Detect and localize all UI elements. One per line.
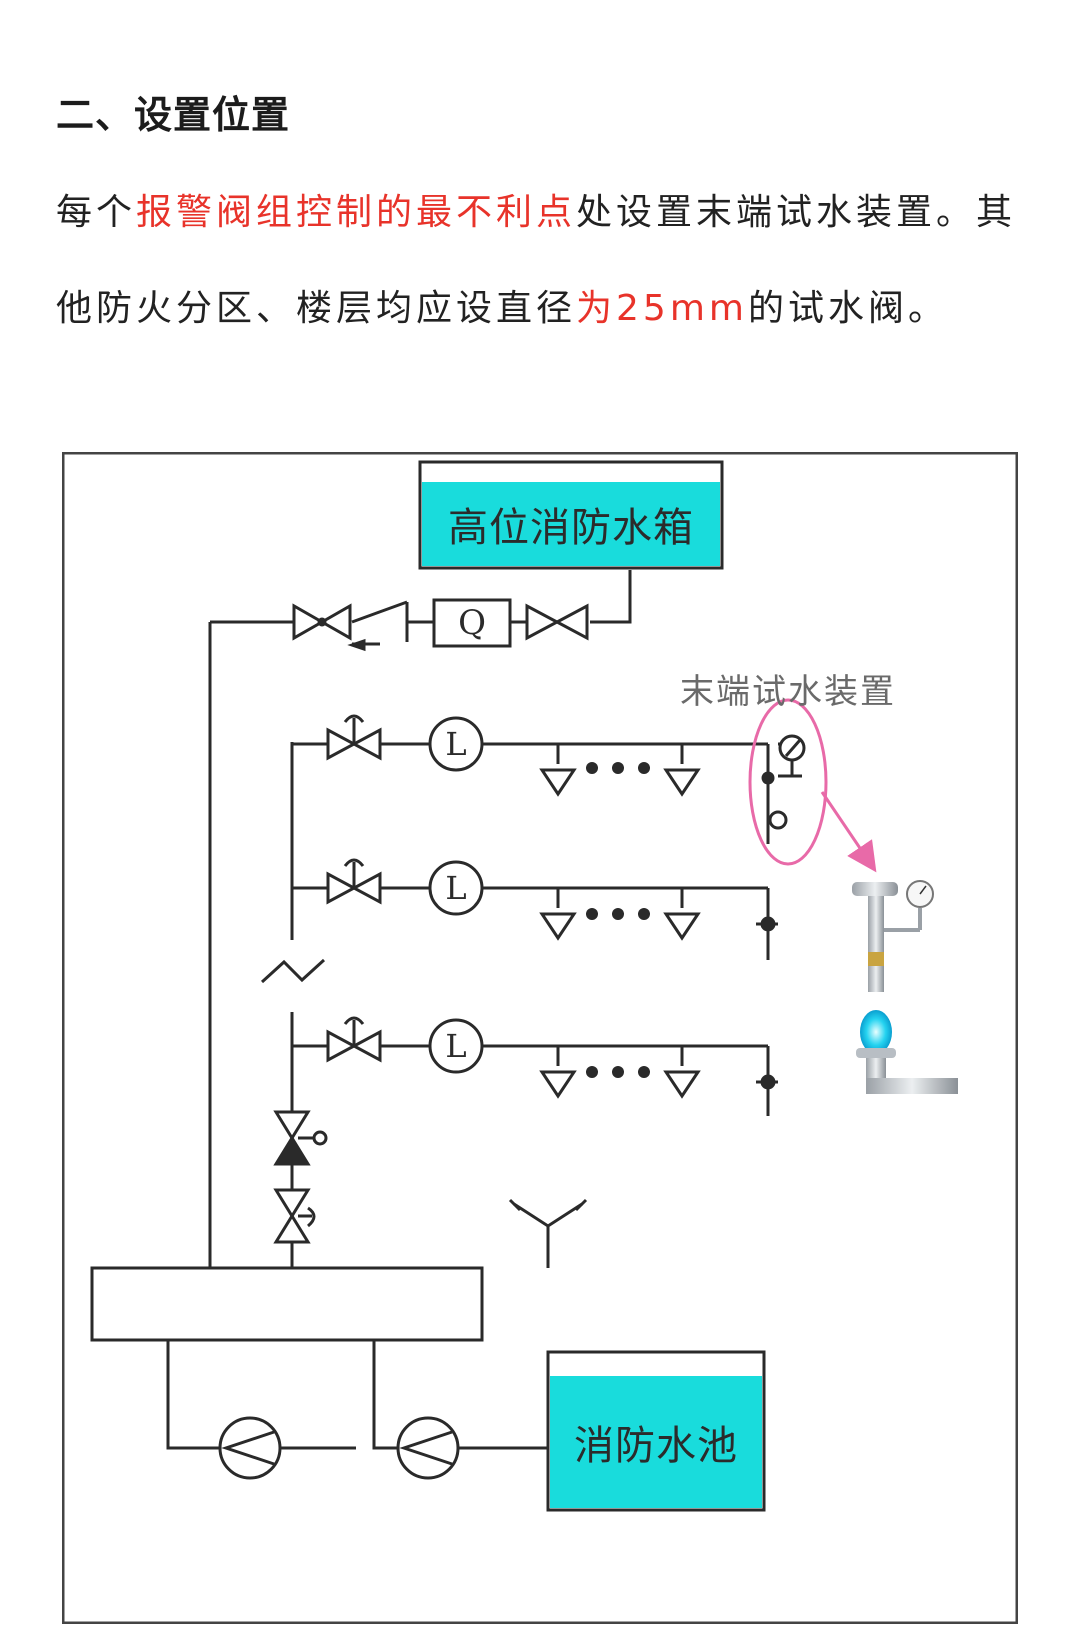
paragraph-text-2: 处设置末端试水装置。其他防火分区、楼层均应设直径	[56, 192, 1017, 329]
flow-switch-label: Q	[458, 603, 486, 643]
paragraph-highlight-1: 报警阀组控制的最不利点	[136, 192, 577, 233]
pump-1-icon	[166, 1340, 356, 1480]
section-heading: 二、设置位置	[56, 93, 291, 137]
floor-branch-3	[292, 1016, 778, 1116]
body-paragraph: 每个报警阀组控制的最不利点处设置末端试水装置。其他防火分区、楼层均应设直径为25…	[56, 165, 1036, 357]
end-test-device-photo	[852, 880, 958, 1094]
end-test-device-label: 末端试水装置	[680, 672, 896, 712]
high-tank	[418, 460, 724, 570]
flow-indicator-label-3: L	[445, 1027, 467, 1065]
flow-switch-box	[407, 598, 514, 648]
supply-manifold	[90, 1266, 484, 1342]
signal-valve-icon	[273, 1188, 316, 1244]
sprinkler-dots-1	[586, 762, 650, 774]
tank-supply-pipe	[208, 570, 632, 1268]
check-valve-icon	[347, 600, 409, 652]
callout-ellipse	[748, 698, 877, 873]
flow-indicator-label-2: L	[445, 869, 467, 907]
end-test-device-schematic	[761, 734, 806, 830]
fire-pool	[546, 1350, 766, 1512]
high-tank-label: 高位消防水箱	[448, 505, 694, 551]
paragraph-highlight-2: 为25mm	[576, 288, 748, 329]
tank-gate-valve-icon	[514, 603, 589, 641]
paragraph-text-1: 每个	[56, 192, 137, 233]
paragraph-text-3: 的试水阀。	[747, 288, 948, 329]
floor-branch-2	[292, 858, 778, 960]
floor-branch-1	[292, 714, 770, 844]
sprinkler-diagram: 高位消防水箱 Q 末端试水装置 L L L 消防水池	[62, 452, 1018, 1624]
figure-frame	[62, 452, 1018, 1624]
pumper-connection-icon	[508, 1198, 588, 1268]
pump-2-icon	[372, 1340, 548, 1480]
flow-indicator-label-1: L	[445, 725, 467, 763]
top-gate-valve-icon	[292, 603, 352, 641]
fire-pool-label: 消防水池	[574, 1423, 738, 1469]
diagram-drawing	[62, 452, 1018, 1624]
sprinkler-dots-3	[586, 1066, 650, 1078]
alarm-valve-icon	[273, 1110, 328, 1166]
sprinkler-dots-2	[586, 908, 650, 920]
